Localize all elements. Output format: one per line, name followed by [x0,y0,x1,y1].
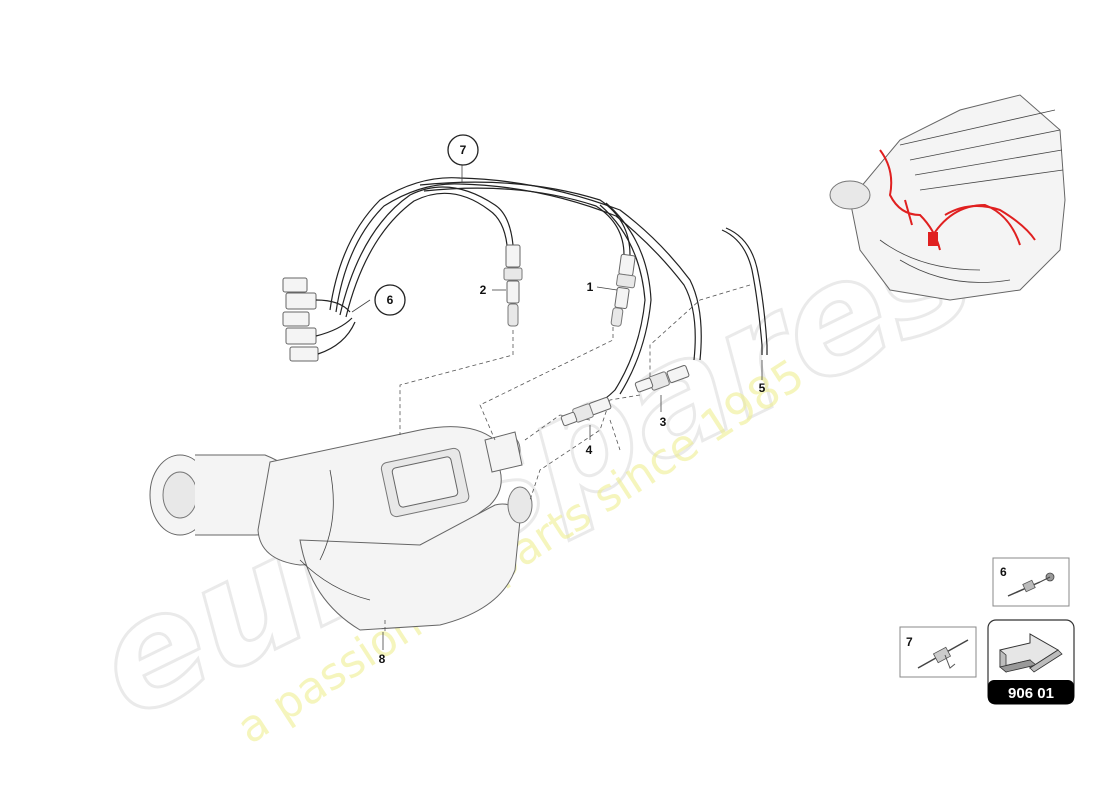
engine-thumbnail [829,94,1066,301]
callout-4-label: 4 [586,443,593,457]
legend-item-6-label: 6 [1000,565,1007,579]
callout-3-label: 3 [660,415,667,429]
reference-code: 906 01 [1008,685,1054,702]
catalytic-converter [149,426,533,631]
sensor-2 [503,244,523,327]
callout-7-label: 7 [460,143,467,157]
callout-5-label: 5 [759,381,766,395]
sensor-3 [634,365,690,393]
callout-6-label: 6 [387,293,394,307]
callout-6: 6 [374,284,406,316]
legend-item-7: 7 [899,626,977,678]
legend-item-6: 6 [992,557,1070,607]
wiring-harness [329,177,702,406]
sensor-1 [610,253,636,327]
callout-1-label: 1 [587,280,594,294]
sensor-cable [721,227,768,355]
leader-lines [351,165,763,650]
connector-block [282,277,356,362]
legend-item-7-label: 7 [906,635,913,649]
callout-7: 7 [447,134,479,166]
callout-8-label: 8 [379,652,386,666]
sensor-4 [560,397,612,427]
reference-badge: 906 01 [987,619,1075,705]
callout-2-label: 2 [480,283,487,297]
